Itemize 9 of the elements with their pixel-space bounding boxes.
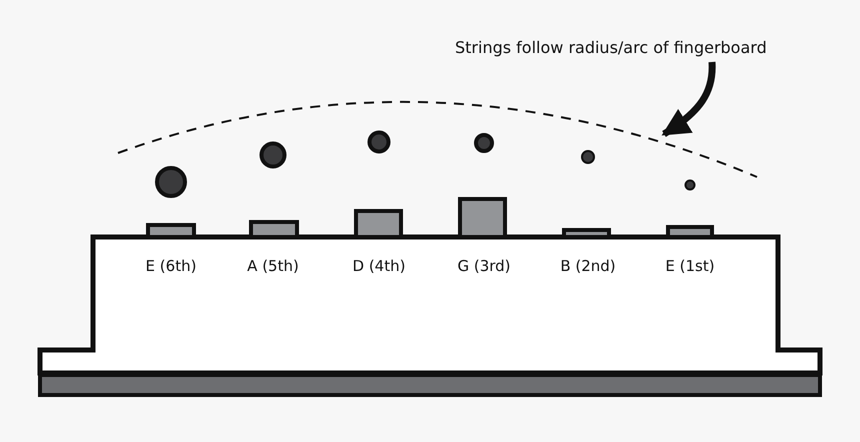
annotation-text: Strings follow radius/arc of fingerboard [455, 38, 767, 57]
arrow [662, 62, 716, 137]
string-label: E (1st) [665, 257, 715, 275]
string-label: G (3rd) [457, 257, 511, 275]
dashed-arc [118, 101, 758, 178]
string-label: B (2nd) [560, 257, 616, 275]
string-label: E (6th) [146, 257, 196, 275]
string-label: A (5th) [247, 257, 299, 275]
string-label: D (4th) [352, 257, 406, 275]
